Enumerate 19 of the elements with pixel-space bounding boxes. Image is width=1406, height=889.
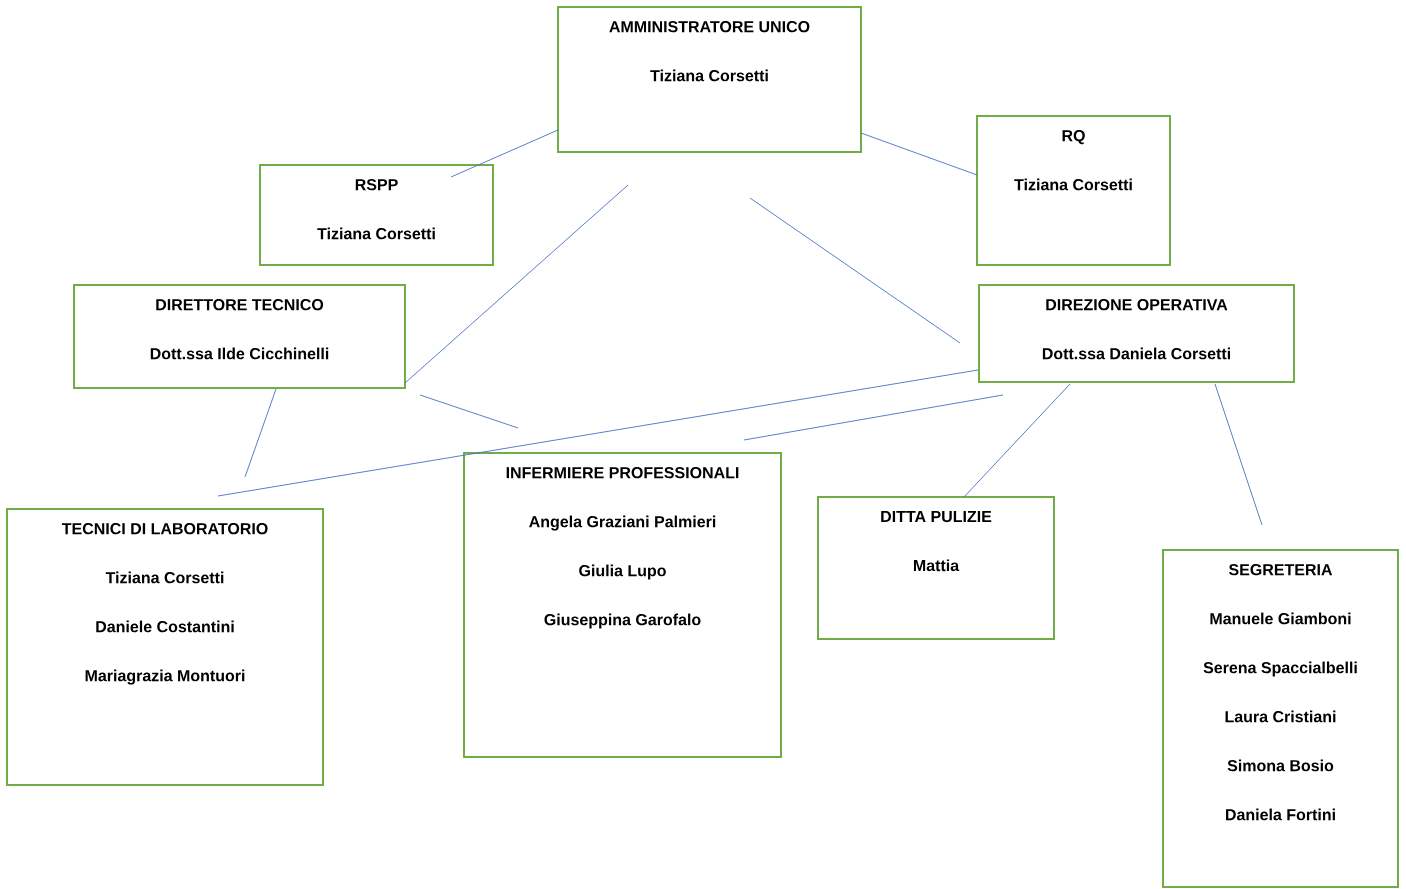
org-box: TECNICI DI LABORATORIO Tiziana Corsetti Daniele Costantini Mariagrazia Montuori <box>6 508 324 786</box>
connector-line <box>404 184 629 384</box>
org-box: SEGRETERIA Manuele Giamboni Serena Spaccialbelli Laura Cristiani Simona Bosio Daniela Fortini <box>1162 549 1399 888</box>
org-box: RSPP Tiziana Corsetti <box>259 164 494 266</box>
org-box: DITTA PULIZIE Mattia <box>817 496 1055 640</box>
connector-line <box>749 197 961 344</box>
connector-line <box>1214 383 1263 526</box>
org-box: DIRETTORE TECNICO Dott.ssa Ilde Cicchinelli <box>73 284 406 389</box>
connector-line <box>743 394 1004 441</box>
org-box: INFERMIERE PROFESSIONALI Angela Graziani Palmieri Giulia Lupo Giuseppina Garofalo <box>463 452 782 758</box>
org-box: RQ Tiziana Corsetti <box>976 115 1171 266</box>
connector-line <box>217 369 979 497</box>
connector-line <box>450 129 559 178</box>
connector-line <box>963 383 1071 498</box>
connector-line <box>419 394 519 429</box>
connector-line <box>244 388 277 478</box>
org-box: AMMINISTRATORE UNICO Tiziana Corsetti <box>557 6 862 153</box>
org-box: DIREZIONE OPERATIVA Dott.ssa Daniela Corsetti <box>978 284 1295 383</box>
connector-line <box>860 132 978 176</box>
